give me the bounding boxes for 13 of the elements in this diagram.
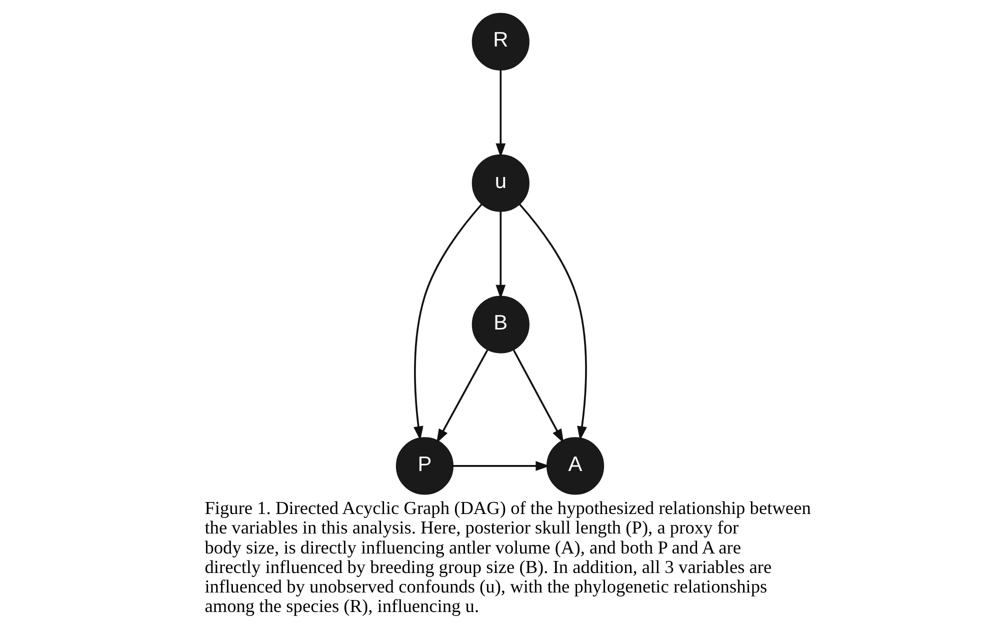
arrow [518, 204, 587, 440]
arrow [452, 461, 550, 471]
arrow [496, 212, 506, 299]
caption: Figure 1. Directed Acyclic Graph (DAG) of the hypothesized relationship between the variables in this analysis. Here, posterior skull length (P), a proxy for body size, is directly influencing antler volume (A), and both P and A are directly influenced by breeding group size (B). In addition, all 3 variables are influenced by unobserved confounds (u), with the phylogenetic relationships among the species (R), influencing u. [204, 498, 811, 616]
arrow [496, 70, 506, 158]
node-circle: R [472, 12, 530, 70]
node-circle: P [396, 437, 454, 495]
node-circle: u [472, 154, 530, 212]
arrow [414, 204, 482, 440]
arrow [436, 350, 488, 444]
arrow [512, 350, 564, 444]
node-circle: A [546, 437, 604, 495]
node-circle: B [472, 296, 530, 354]
